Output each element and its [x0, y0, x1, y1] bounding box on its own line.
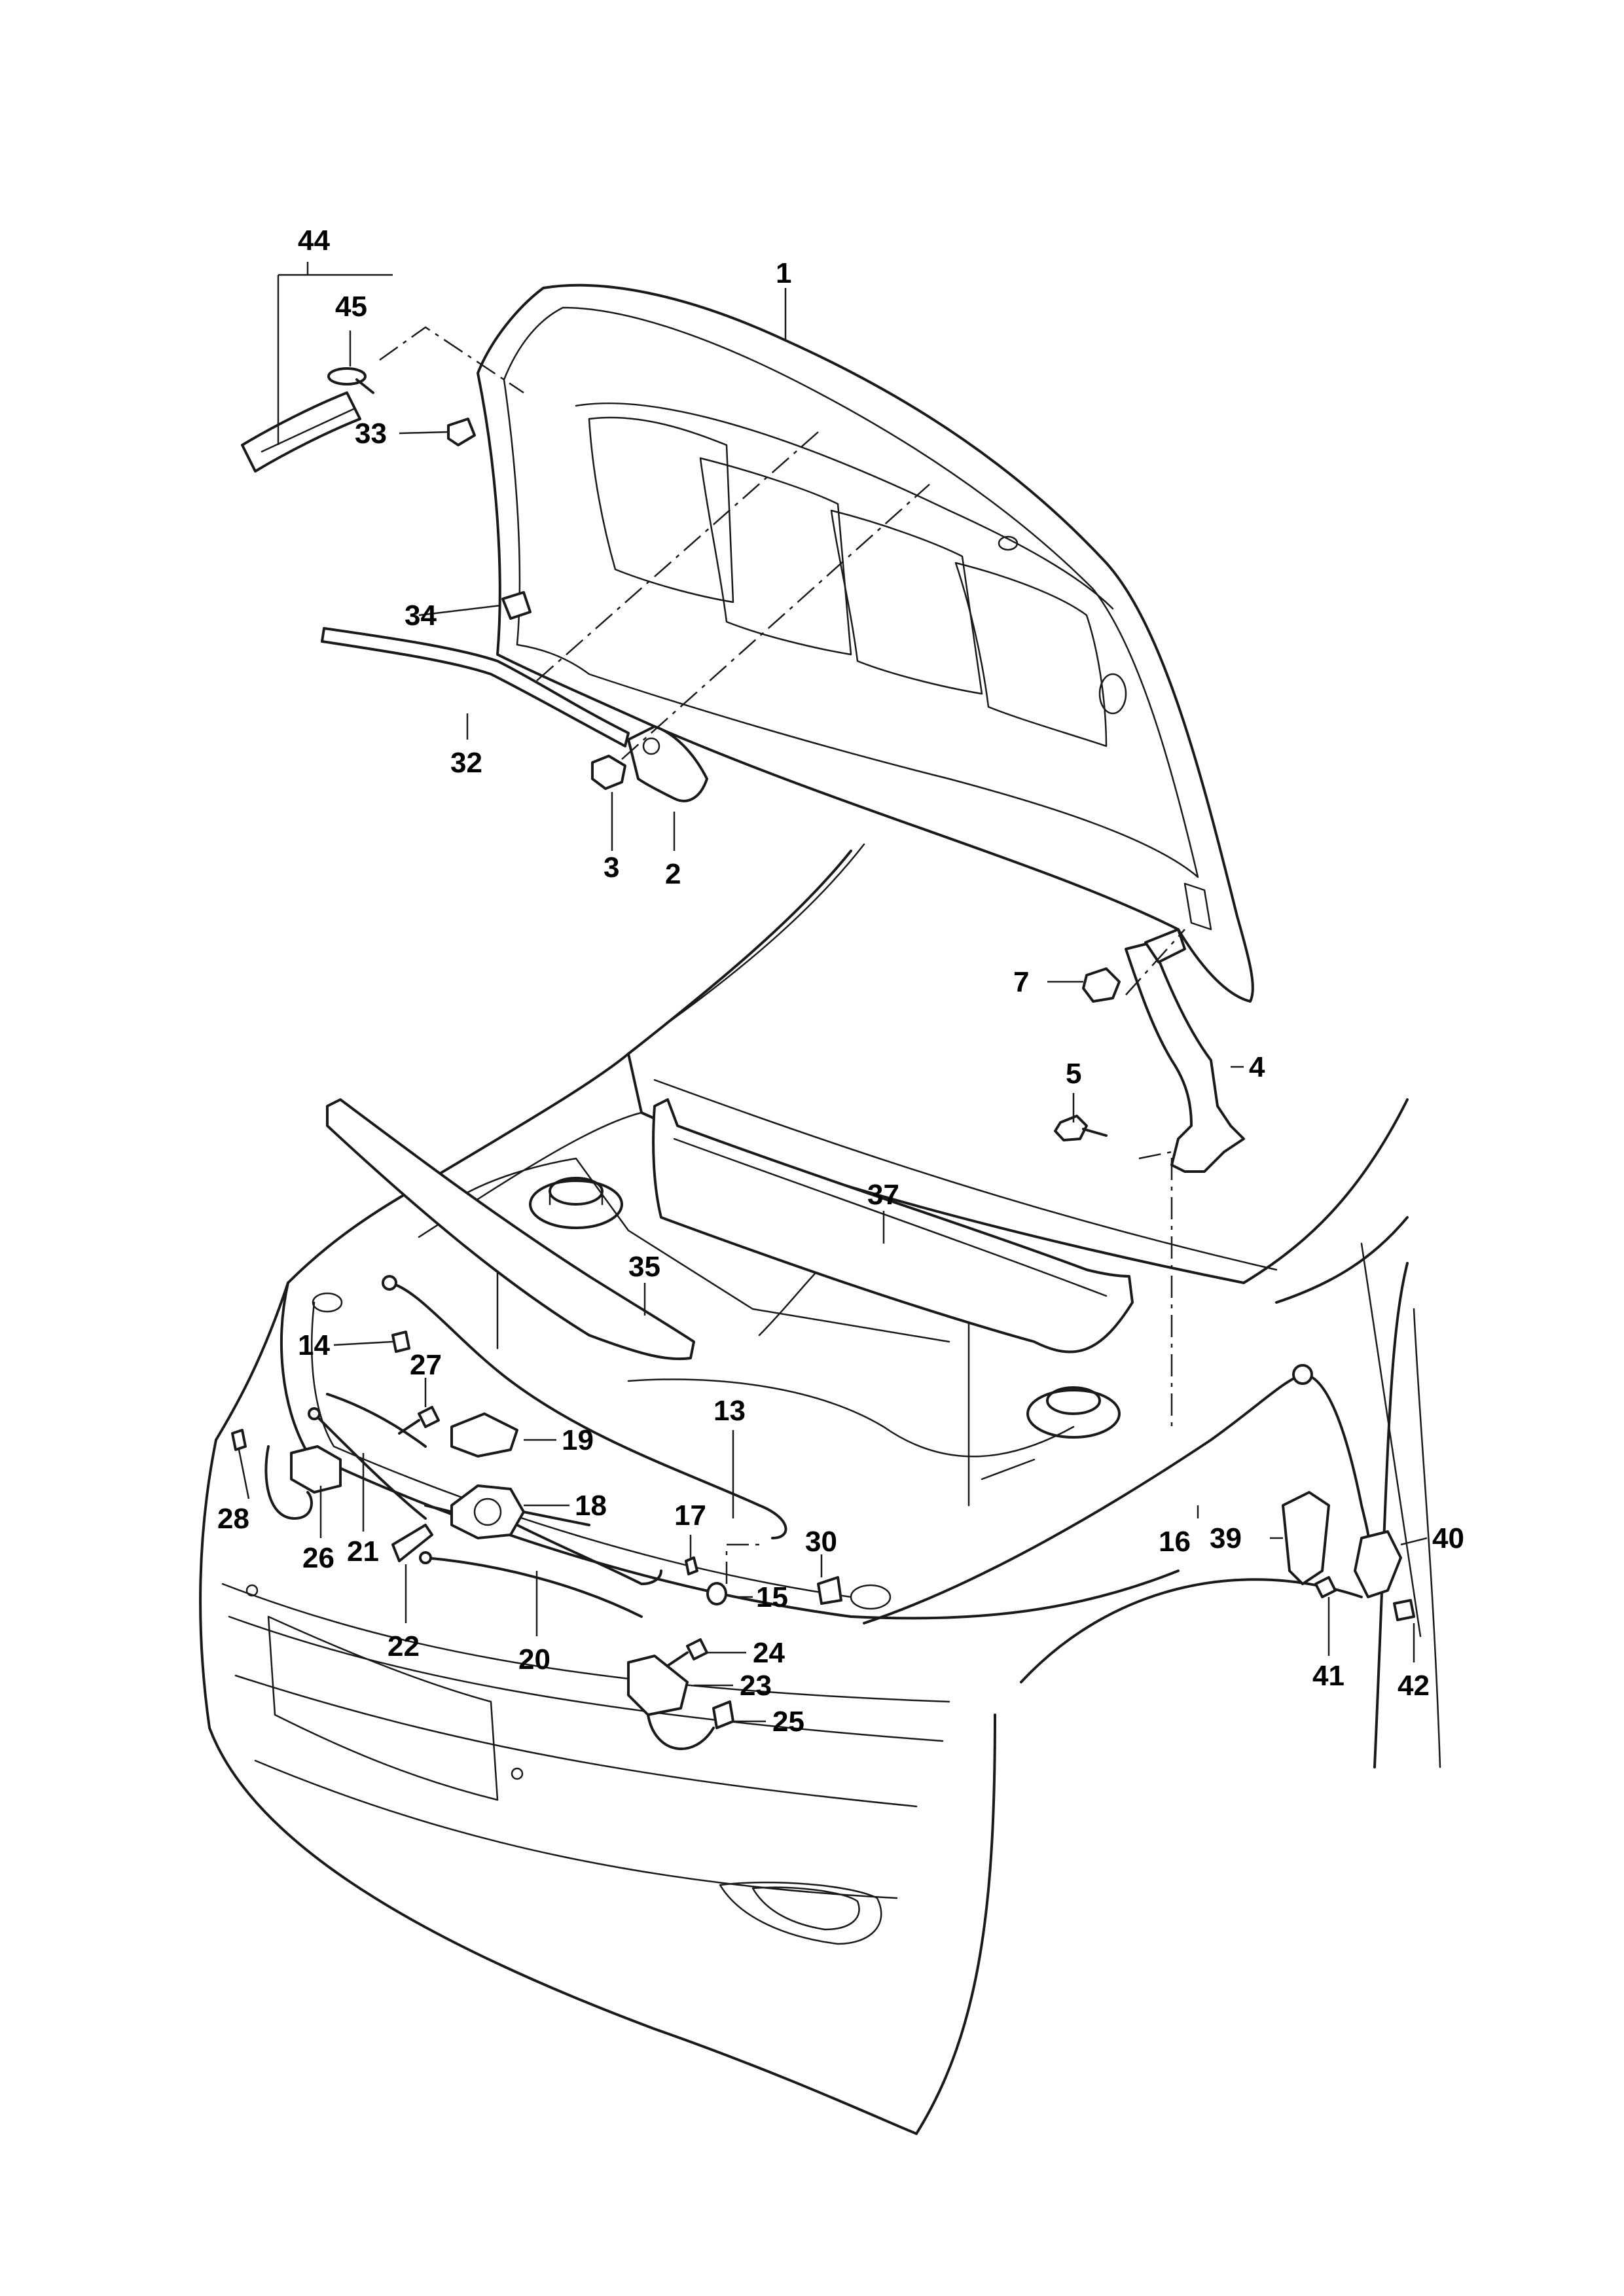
leader-lines	[238, 262, 1428, 1723]
microswitch-23	[627, 1655, 715, 1751]
trim-44	[241, 391, 361, 473]
callout-22: 22	[388, 1630, 420, 1662]
lock-18	[424, 1484, 590, 1539]
bracket-40	[1354, 1530, 1402, 1598]
seal-35	[326, 1098, 695, 1361]
callout-32: 32	[450, 747, 482, 779]
release-cable-16	[863, 1364, 1371, 1624]
callout-14: 14	[298, 1329, 330, 1361]
callout-34: 34	[405, 600, 437, 632]
callout-2: 2	[665, 858, 681, 890]
callout-28: 28	[217, 1503, 249, 1535]
callout-23: 23	[740, 1670, 772, 1702]
nut-3	[591, 755, 626, 790]
cable-21	[308, 1393, 427, 1520]
callout-1: 1	[776, 257, 791, 289]
clip-42	[1393, 1599, 1415, 1621]
car-body	[199, 843, 1441, 2135]
callout-17: 17	[674, 1499, 706, 1532]
callout-40: 40	[1432, 1522, 1464, 1554]
callouts: 1 2 3 4 5 7 13 14 15 16 17 18 19 20 21 2…	[217, 224, 1464, 1738]
hood-seal-32	[321, 627, 630, 747]
callout-44: 44	[298, 224, 330, 257]
latch-39	[1282, 1491, 1330, 1585]
seal-37	[652, 1098, 1134, 1354]
callout-26: 26	[302, 1542, 334, 1574]
clip-14	[391, 1331, 410, 1353]
hood-hinge-4	[1125, 928, 1245, 1173]
bolt-24	[666, 1638, 708, 1667]
callout-45: 45	[335, 291, 367, 323]
clip-45	[327, 367, 374, 394]
callout-37: 37	[867, 1179, 899, 1211]
callout-19: 19	[562, 1424, 594, 1456]
callout-20: 20	[518, 1643, 550, 1676]
callout-27: 27	[410, 1349, 442, 1381]
callout-13: 13	[713, 1395, 746, 1427]
callout-21: 21	[347, 1535, 379, 1568]
clip-17	[685, 1556, 698, 1575]
buffer-33	[447, 418, 476, 446]
grommet-15	[706, 1582, 727, 1605]
handle-22	[391, 1524, 433, 1562]
nut-7	[1082, 967, 1121, 1003]
callout-3: 3	[604, 852, 619, 884]
assembly-lines	[379, 326, 1185, 1584]
callout-41: 41	[1312, 1660, 1344, 1692]
callout-25: 25	[772, 1706, 804, 1738]
callout-15: 15	[756, 1581, 788, 1613]
switch-26	[264, 1445, 342, 1520]
callout-35: 35	[628, 1251, 660, 1283]
bolt-27	[398, 1406, 440, 1435]
pad-19	[450, 1412, 518, 1458]
callout-7: 7	[1013, 966, 1029, 998]
callout-5: 5	[1066, 1058, 1081, 1090]
callout-24: 24	[753, 1637, 785, 1669]
callout-4: 4	[1249, 1051, 1265, 1083]
hood	[477, 283, 1254, 1003]
callout-33: 33	[355, 418, 387, 450]
cable-20	[419, 1524, 662, 1618]
clip-28	[231, 1429, 247, 1451]
clip-30	[817, 1576, 842, 1605]
buffer-34	[501, 591, 532, 620]
release-cable-13	[382, 1275, 787, 1539]
callout-18: 18	[575, 1490, 607, 1522]
callout-39: 39	[1210, 1522, 1242, 1554]
connector-25	[712, 1700, 734, 1729]
callout-42: 42	[1398, 1670, 1430, 1702]
callout-16: 16	[1159, 1526, 1191, 1558]
bolt-41	[1314, 1576, 1337, 1598]
hood-stop-2	[627, 725, 708, 802]
callout-30: 30	[805, 1526, 837, 1558]
bolt-5	[1054, 1115, 1108, 1141]
